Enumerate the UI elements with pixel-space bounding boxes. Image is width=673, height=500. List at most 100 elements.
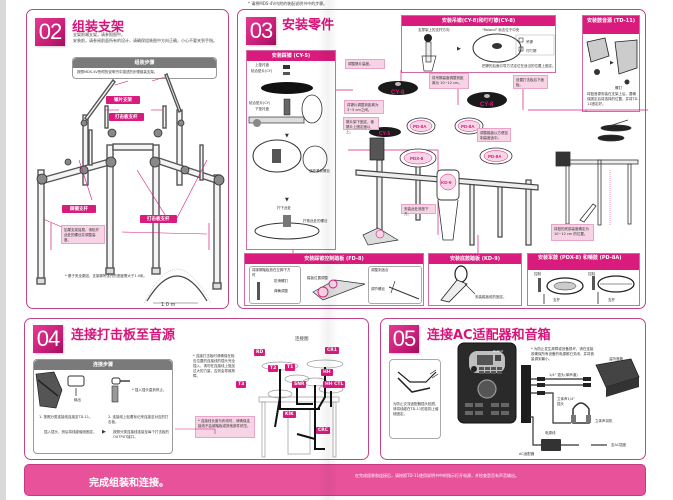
tag-crc: CRC (316, 427, 331, 434)
adapter-hook-note: 为防止交流适配器插头松脱，请将线缆在TD-11的挂钩上缠绕固定。 (393, 402, 439, 416)
step-2: 2. 连接线上贴着标记来连接至对应的打击板。 (108, 415, 169, 424)
pad-arm-bottom-label: 打击板支杆 (140, 215, 177, 223)
section-title: 连接打击板至音源 (71, 328, 176, 343)
pdx8-illustration (538, 275, 635, 304)
kd9-tag: KD-9 (441, 180, 452, 185)
cy8-right-tag: CY-8 (480, 102, 494, 108)
top-note: * 请将MDS-4V内附的装配说明书中的步骤。 (248, 1, 328, 6)
cy5-install-box: 安装踩镲 (CY-5) 上垫衬盘 毡合垫片(CY) 毡合垫片(CY) 下垫衬盘 … (246, 50, 336, 250)
connect-steps-header: 连接步骤 (34, 360, 172, 370)
pdx8-label-3: 控制 (588, 272, 595, 276)
section-04-panel: 04 连接打击板至音源 连接步骤 ▶ 输出 * 插入插头直到停止。 1. 按照分… (24, 318, 369, 460)
cy5-note-1: 拧下此处 (277, 206, 291, 210)
section-number-badge: 03 (246, 17, 276, 45)
stand-adjust-note: 如果支架摇晃，请松开此处的螺丝并调整高度。 (61, 225, 105, 244)
steps-header: 组装步骤 (73, 58, 216, 68)
cy5-angle-note: 镲片架下固定，使镲片上固定面以上。 (343, 117, 379, 134)
adapter-hook-box: 为防止交流适配器插头松脱，请将线缆在TD-11的挂钩上缠绕固定。 (389, 359, 441, 439)
tag-rd: RD (254, 349, 266, 356)
fd8-header: 安装踩镲控制踏板 (FD-8) (245, 254, 423, 264)
step-1: 1. 按照分类连接线连接至TD-11。 (39, 415, 93, 419)
drum-stand-illustration (36, 73, 225, 304)
kd9-header: 安装底鼓踏板 (KD-9) (429, 254, 521, 264)
cy5-label-3: 毡合垫片(CY) (249, 101, 271, 105)
cable-label: 1/4" 插头(单声道) (549, 373, 578, 377)
stand-height-note: 将鼓的底部高度确定为 10~12 cm 的位置。 (551, 224, 594, 241)
td11-install-box: 安装鼓音源 (TD-11) 螺钉 将鼓音源安装在支架上后，要确保固定后将选择的位… (582, 15, 640, 112)
td11-header: 安装鼓音源 (TD-11) (583, 16, 639, 34)
section-number-badge: 04 (33, 325, 63, 353)
fd8-pedal-illustration (257, 279, 366, 301)
cy5-label-1: 上垫衬盘 (255, 63, 269, 67)
step-2b: 按照分类连接线连接至每个打击板的OUTPUT接口。 (113, 430, 169, 439)
cymbal-height-note: 将镲片调整到距离为 3~5 cm之间。 (344, 100, 384, 114)
brand-label: Roland (493, 349, 504, 353)
td11-screw-label: 螺钉 (615, 86, 622, 90)
pad-angle-note: 设置打击板后下面板。 (513, 75, 548, 89)
dimension-label: 1.0 m (161, 302, 176, 308)
cy8-illustration: ▶ (421, 33, 555, 72)
power-warning-note: * 为防止发生故障或设备损坏，请在连接前确保所有设备的电源都已关闭，并将音量调到… (531, 347, 594, 361)
headphones-label: 立体声耳机 (595, 419, 613, 423)
completion-title: 完成组装和连接。 (89, 478, 169, 489)
section-number-badge: 05 (389, 325, 419, 353)
cy5-label-2: 毡合垫片(CY) (251, 69, 273, 73)
tag-snr: SNR (292, 381, 307, 388)
steps-text: 按照MDS-4V所附的说明书中描述的步骤组装支架。 (77, 70, 158, 74)
pad-arm-top-label: 打击板支杆 (109, 113, 144, 121)
connect-steps-illustration: ▶ (35, 371, 130, 435)
section-02-panel: 02 组装支架 支架前端支架，请参照图中。 安装前，请参阅前面所有的设计，请确保… (26, 9, 229, 309)
section-title: 安装零件 (282, 18, 335, 33)
cable-pink-note: * 连接线长度与布线时，请确保连接线不会被踏板或其他部件挤压。 (195, 416, 255, 438)
amp-label: 监听音箱 (609, 357, 623, 361)
tag-t2: T2 (268, 365, 279, 372)
tag-kik: KIK (283, 411, 296, 418)
pd8a-tag-2: PD-8A (461, 124, 475, 129)
cy8-label-2: "Roland" 标志位于中央 (482, 28, 520, 32)
safety-footnote: * 基于安全原因，支架脚所张开的宽度需大于1.0米。 (65, 274, 147, 278)
tag-t3: T3 (236, 381, 247, 388)
kick-arm-note: 安装此处底座下方。 (401, 204, 436, 216)
tom-arm-label: 踩镲支杆 (62, 205, 96, 213)
adapter-label: AC适配器 (519, 452, 535, 456)
svg-text:▶: ▶ (457, 46, 461, 52)
fd8-note-5: 调整到适合 (371, 268, 389, 272)
td11-illustration: ▶ (586, 37, 638, 85)
cy5-illustration: ▼ ▼ (248, 65, 328, 240)
cy8-install-box: 安装吊镲(CY-8)和叮叮镲(CY-8) 支撑架上的支杆方向 "Roland" … (401, 15, 556, 73)
diagram-title: 连接图 (295, 337, 309, 342)
cy8-left-tag: CY-8 (391, 90, 405, 96)
power-label: 电源线 (545, 431, 556, 435)
pdx8-label-2: 支杆 (553, 298, 560, 302)
section-number-badge: 02 (35, 18, 65, 46)
cy5-label-4: 下垫衬盘 (255, 107, 269, 111)
cy5-tag: CY-5 (379, 131, 390, 137)
kd9-note: 安装踏板前的固定。 (475, 295, 507, 299)
hihat-note: 调整镲片高度。 (345, 59, 385, 69)
cy8-header: 安装吊镲(CY-8)和叮叮镲(CY-8) (402, 16, 555, 26)
pdx8-header: 安装军鼓 (PDX-8) 和嗵鼓 (PD-8A) (528, 254, 639, 270)
cy8-note: 把镲的后面引导方式定位在适当的位置上固定。 (482, 64, 556, 68)
outlet-label: 至AC插座 (611, 443, 627, 447)
connection-diagram (175, 359, 344, 458)
section-title: 连接AC适配器和音箱 (427, 328, 551, 343)
cymbal-arm-label: 镲片支架 (106, 96, 140, 104)
bullet-2: 安装前，请参阅前面所有的设计，请确保组装图中方向正确，小心不要夹到手指。 (73, 38, 217, 43)
cy8-label-1: 支撑架上的支杆方向 (418, 28, 450, 32)
pd8a-tag-3: PD-8A (488, 154, 502, 159)
tag-hh-ctl: HH CTL (323, 381, 346, 388)
pdx8-label-1: 控制 (534, 272, 541, 276)
adapter-hook-illustration (397, 369, 439, 393)
svg-text:▶: ▶ (102, 429, 106, 435)
pdx8-tag: PDX-8 (410, 156, 424, 161)
fd8-install-box: 安装踩镲控制踏板 (FD-8) 将踩镲踏板放在左脚下方时 防滑螺钉 弹簧调整 踏… (244, 253, 424, 306)
fd8-detail-illustration (388, 280, 420, 300)
svg-text:▼: ▼ (285, 133, 289, 139)
page-edge (0, 0, 6, 500)
steps-box: 组装步骤 按照MDS-4V所附的说明书中描述的步骤组装支架。 (72, 57, 217, 79)
kd9-illustration (440, 265, 476, 303)
drum-kit-illustration: CY-8 CY-8 CY-5 PD-8A PD-8A PD-8A PDX-8 K… (292, 70, 648, 255)
tag-cr1: CR1 (325, 347, 339, 354)
svg-text:▼: ▼ (285, 197, 289, 203)
kd9-install-box: 安装底鼓踏板 (KD-9) 安装踏板前的固定。 (428, 253, 522, 306)
